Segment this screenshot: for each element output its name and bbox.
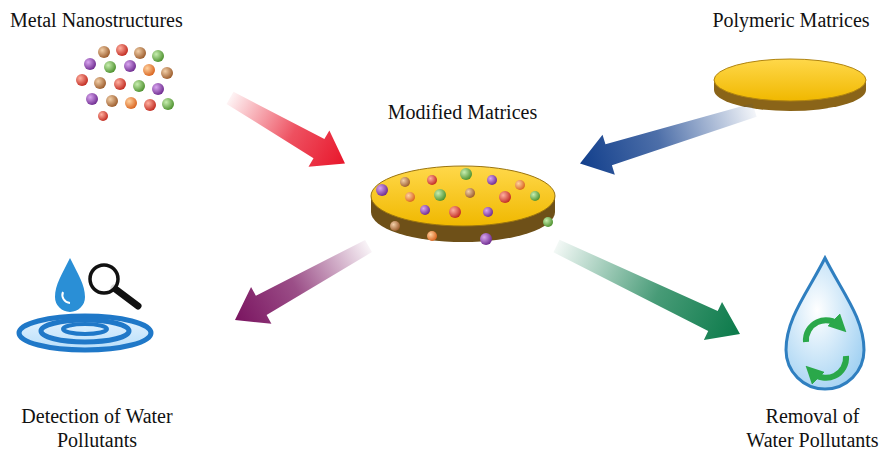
modified-node: Modified Matrices <box>345 96 580 246</box>
nanoparticle-cluster <box>76 44 174 121</box>
block-arrow <box>227 92 345 167</box>
node-label: Removal of Water Pollutants <box>740 404 885 452</box>
removal-node: Removal of Water Pollutants <box>740 254 885 454</box>
polymer-disk <box>714 59 866 111</box>
nanostructure-node: Metal Nanostructures <box>8 6 230 118</box>
modified-disk <box>371 166 555 245</box>
detection-node: Detection of Water Pollutants <box>12 254 235 454</box>
node-label: Polymeric Matrices <box>700 8 882 32</box>
block-arrow <box>553 240 740 340</box>
removal-icon <box>786 258 864 389</box>
block-arrow <box>235 240 372 324</box>
node-label: Metal Nanostructures <box>8 8 230 32</box>
block-arrow <box>580 103 757 174</box>
node-label: Detection of Water Pollutants <box>17 404 177 452</box>
detection-icon <box>19 258 151 350</box>
node-label: Modified Matrices <box>345 100 580 124</box>
polymer-node: Polymeric Matrices <box>700 6 882 110</box>
